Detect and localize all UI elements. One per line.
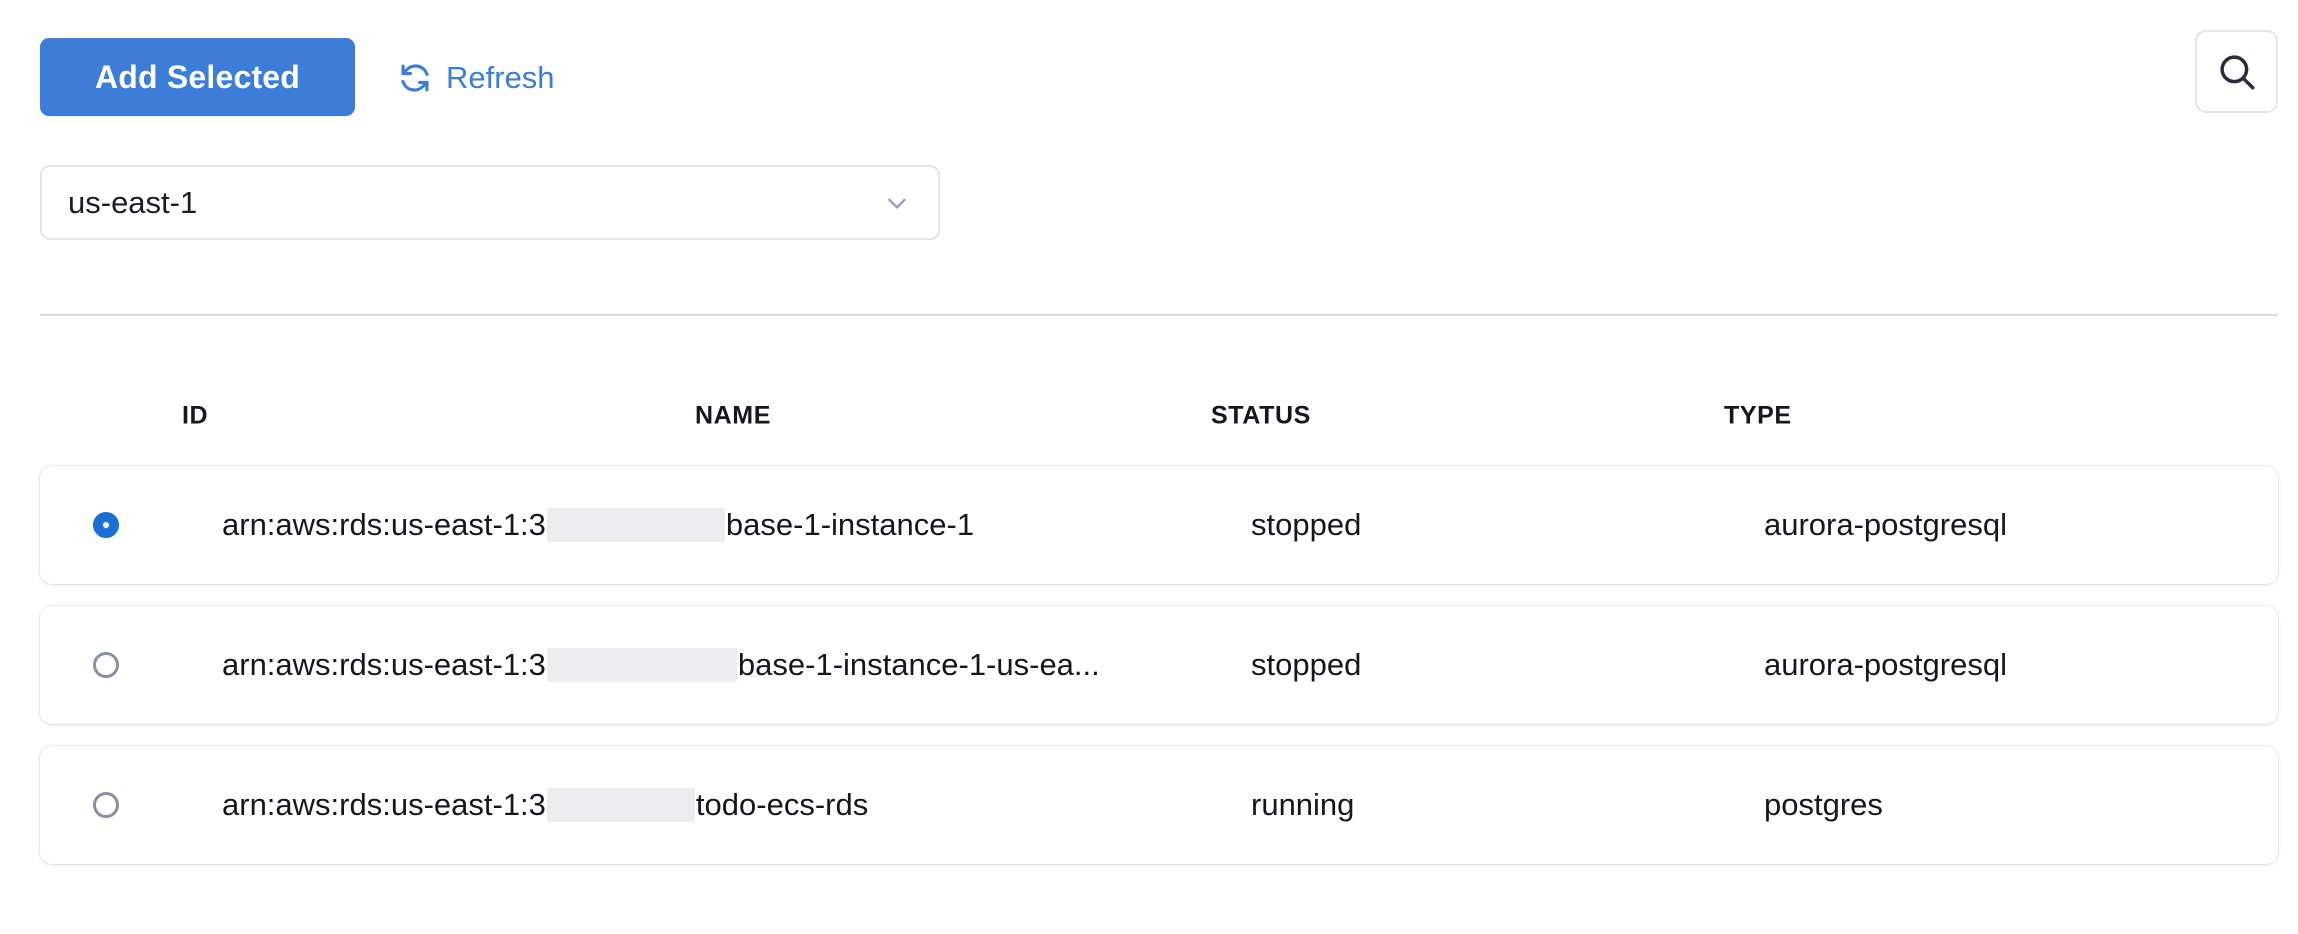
table-row[interactable]: arn:aws:rds:us-east-1:3 todo-ecs-rds runni…: [40, 746, 2278, 864]
region-select[interactable]: us-east-1: [40, 165, 940, 240]
region-select-value: us-east-1: [68, 184, 198, 220]
row-id-redaction-block: [546, 508, 725, 542]
row-status-cell: stopped: [1251, 507, 1362, 542]
row-id-suffix: base-1-instance-1: [725, 507, 975, 542]
row-id-suffix: todo-ecs-rds: [695, 787, 869, 822]
row-type-cell: aurora-postgresql: [1764, 507, 2007, 542]
row-radio-cell: [93, 652, 119, 678]
row-type-cell: postgres: [1764, 787, 1883, 822]
row-id-cell: arn:aws:rds:us-east-1:3 todo-ecs-rds: [222, 787, 868, 823]
row-radio-button[interactable]: [93, 652, 119, 678]
row-radio-button[interactable]: [93, 792, 119, 818]
row-status-cell: stopped: [1251, 647, 1362, 682]
table-row[interactable]: arn:aws:rds:us-east-1:3 base-1-instance-1…: [40, 606, 2278, 724]
row-id-cell: arn:aws:rds:us-east-1:3 base-1-instance-1…: [222, 647, 1100, 683]
refresh-icon: [398, 61, 432, 95]
refresh-button[interactable]: Refresh: [398, 55, 555, 101]
table-row[interactable]: arn:aws:rds:us-east-1:3 base-1-instance-1…: [40, 466, 2278, 584]
row-id-prefix: arn:aws:rds:us-east-1:3: [222, 507, 546, 542]
row-radio-cell: [93, 512, 119, 538]
region-select-wrapper: us-east-1: [40, 165, 940, 240]
column-header-name: NAME: [695, 401, 772, 430]
row-id-redaction-block: [546, 648, 737, 682]
row-status-cell: running: [1251, 787, 1355, 822]
chevron-down-icon: [882, 188, 912, 218]
toolbar: Add Selected Refresh: [0, 0, 2298, 155]
instances-table: ID NAME STATUS TYPE arn:aws:rds:us-east-…: [0, 380, 2298, 886]
row-type-cell: aurora-postgresql: [1764, 647, 2007, 682]
refresh-label: Refresh: [446, 60, 555, 95]
row-id-prefix: arn:aws:rds:us-east-1:3: [222, 787, 546, 822]
row-id-suffix: base-1-instance-1-us-ea...: [737, 647, 1100, 682]
column-header-type: TYPE: [1724, 401, 1792, 430]
column-header-id: ID: [182, 401, 209, 430]
add-selected-button[interactable]: Add Selected: [40, 38, 355, 116]
table-body: arn:aws:rds:us-east-1:3 base-1-instance-1…: [0, 466, 2298, 864]
row-radio-button[interactable]: [93, 512, 119, 538]
row-radio-cell: [93, 792, 119, 818]
section-divider: [40, 314, 2278, 316]
column-header-status: STATUS: [1211, 401, 1311, 430]
row-id-redaction-block: [546, 788, 695, 822]
row-id-prefix: arn:aws:rds:us-east-1:3: [222, 647, 546, 682]
table-header-row: ID NAME STATUS TYPE: [0, 380, 2298, 452]
row-id-cell: arn:aws:rds:us-east-1:3 base-1-instance-1: [222, 507, 974, 543]
search-icon: [2216, 51, 2258, 93]
search-button[interactable]: [2195, 30, 2278, 113]
